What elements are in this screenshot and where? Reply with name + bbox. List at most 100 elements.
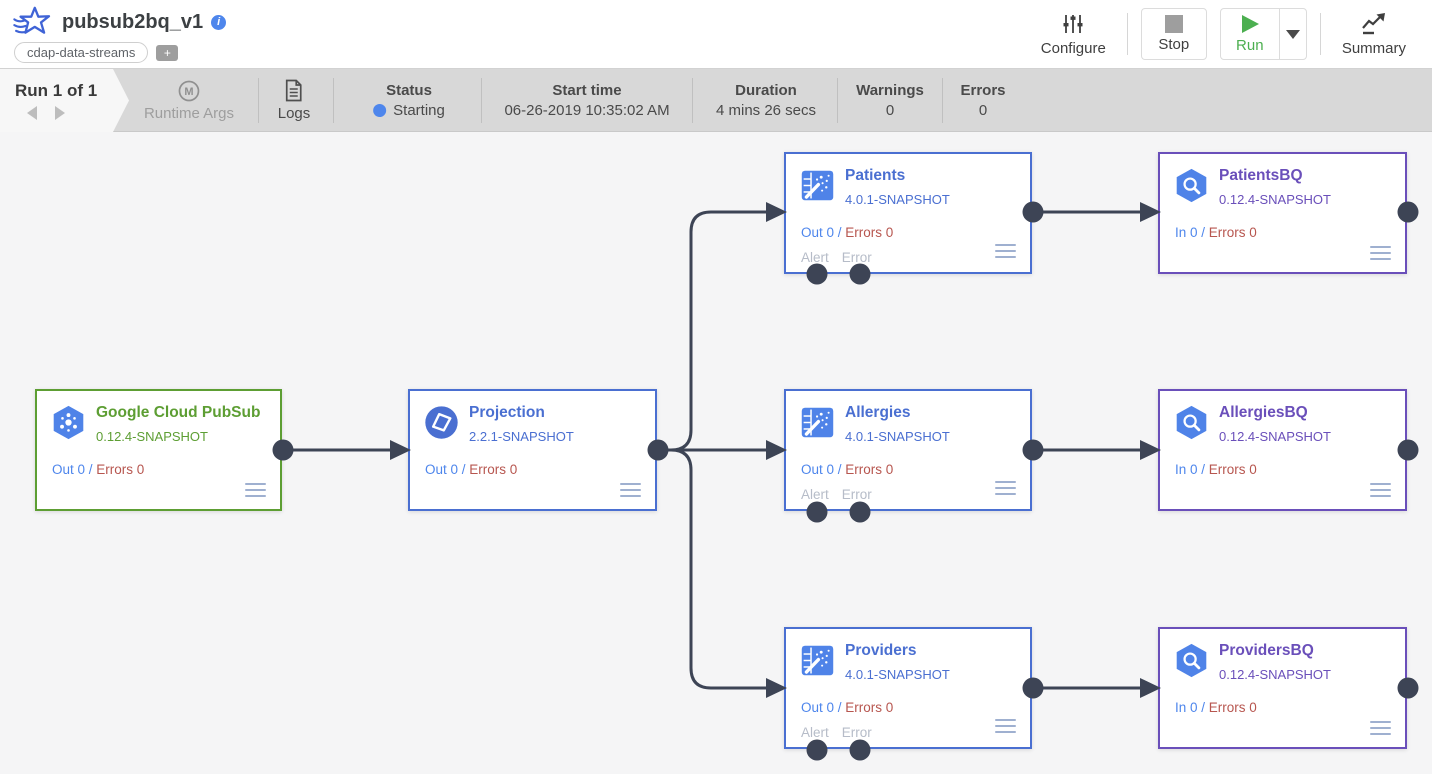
wrangler-icon <box>801 645 834 676</box>
status-header: Status <box>386 82 432 99</box>
wrangler-icon <box>801 170 834 201</box>
error-port-label: Error <box>841 725 872 740</box>
start-time-value: 06-26-2019 10:35:02 AM <box>504 102 670 119</box>
duration-value: 4 mins 26 secs <box>715 102 817 119</box>
node-menu-icon[interactable] <box>245 482 266 497</box>
node-menu-icon[interactable] <box>995 480 1016 495</box>
logs-label: Logs <box>277 105 311 122</box>
next-run-button[interactable] <box>55 106 65 120</box>
node-metrics[interactable]: In 0 / Errors 0 <box>1175 225 1257 240</box>
errors-header: Errors <box>960 82 1006 99</box>
sliders-icon <box>1063 14 1083 33</box>
divider <box>258 78 259 123</box>
page-title: pubsub2bq_v1 <box>62 10 204 33</box>
caret-down-icon <box>1285 29 1300 39</box>
node-title: ProvidersBQ <box>1219 642 1314 659</box>
warnings-header: Warnings <box>856 82 924 99</box>
bigquery-icon <box>1176 168 1207 203</box>
node-version: 4.0.1-SNAPSHOT <box>845 192 950 207</box>
status-section: Status Starting <box>373 69 445 132</box>
node-title: Allergies <box>845 404 911 421</box>
node-metrics[interactable]: In 0 / Errors 0 <box>1175 462 1257 477</box>
pipeline-canvas[interactable]: Google Cloud PubSub 0.12.4-SNAPSHOT Out … <box>0 132 1432 774</box>
app-header: pubsub2bq_v1 i cdap-data-streams + Confi… <box>0 0 1432 69</box>
errors-value: 0 <box>978 102 988 119</box>
errors-section: Errors 0 <box>960 69 1005 132</box>
brand-block: pubsub2bq_v1 i cdap-data-streams + <box>12 6 227 63</box>
node-menu-icon[interactable] <box>620 482 641 497</box>
node-metrics[interactable]: In 0 / Errors 0 <box>1175 700 1257 715</box>
run-info-bar: Run 1 of 1 M Runtime Args Logs Status St… <box>0 69 1432 132</box>
pipeline-node-providersbq[interactable]: ProvidersBQ 0.12.4-SNAPSHOT In 0 / Error… <box>1158 627 1407 749</box>
pipeline-node-patients[interactable]: Patients 4.0.1-SNAPSHOT Out 0 / Errors 0… <box>784 152 1032 274</box>
runtime-args-button[interactable]: M Runtime Args <box>144 69 234 132</box>
duration-section: Duration 4 mins 26 secs <box>716 69 816 132</box>
duration-header: Duration <box>735 82 797 99</box>
node-menu-icon[interactable] <box>995 718 1016 733</box>
stop-icon <box>1164 15 1183 33</box>
bigquery-icon <box>1176 643 1207 678</box>
pipeline-node-projection[interactable]: Projection 2.2.1-SNAPSHOT Out 0 / Errors… <box>408 389 657 511</box>
run-label: Run <box>1236 37 1264 54</box>
node-title: Projection <box>469 404 545 421</box>
node-version: 4.0.1-SNAPSHOT <box>845 667 950 682</box>
node-metrics[interactable]: Out 0 / Errors 0 <box>52 462 145 477</box>
runtime-args-label: Runtime Args <box>143 104 235 122</box>
line-chart-icon <box>1362 12 1385 34</box>
warnings-value: 0 <box>885 102 895 119</box>
start-time-section: Start time 06-26-2019 10:35:02 AM <box>504 69 669 132</box>
status-dot-icon <box>373 104 387 117</box>
alert-port-label: Alert <box>801 725 829 740</box>
node-menu-icon[interactable] <box>1370 720 1391 735</box>
divider <box>1126 13 1128 55</box>
pipeline-node-allergies[interactable]: Allergies 4.0.1-SNAPSHOT Out 0 / Errors … <box>784 389 1032 511</box>
node-version: 0.12.4-SNAPSHOT <box>1219 192 1331 207</box>
run-button[interactable]: Run <box>1221 9 1279 59</box>
run-button-group: Run <box>1219 8 1307 60</box>
run-options-button[interactable] <box>1278 9 1306 59</box>
node-metrics[interactable]: Out 0 / Errors 0 <box>801 462 894 477</box>
edge-projection-providers <box>658 448 770 690</box>
previous-run-button[interactable] <box>27 106 37 120</box>
m-circle-icon: M <box>178 80 200 101</box>
node-metrics[interactable]: Out 0 / Errors 0 <box>801 700 894 715</box>
node-version: 0.12.4-SNAPSHOT <box>1219 429 1331 444</box>
pipeline-node-providers[interactable]: Providers 4.0.1-SNAPSHOT Out 0 / Errors … <box>784 627 1032 749</box>
node-metrics[interactable]: Out 0 / Errors 0 <box>425 462 518 477</box>
warnings-section: Warnings 0 <box>856 69 924 132</box>
logs-button[interactable]: Logs <box>277 69 311 132</box>
pipeline-node-google-cloud-pubsub[interactable]: Google Cloud PubSub 0.12.4-SNAPSHOT Out … <box>35 389 282 511</box>
pipeline-node-patientsbq[interactable]: PatientsBQ 0.12.4-SNAPSHOT In 0 / Errors… <box>1158 152 1407 274</box>
info-icon[interactable]: i <box>211 14 227 30</box>
summary-button[interactable]: Summary <box>1334 12 1414 57</box>
stop-button[interactable]: Stop <box>1140 8 1207 60</box>
bigquery-icon <box>1176 405 1207 440</box>
divider <box>333 78 334 123</box>
pubsub-icon <box>53 405 84 440</box>
play-icon <box>1241 15 1259 33</box>
status-value: Starting <box>393 102 445 119</box>
node-menu-icon[interactable] <box>1370 482 1391 497</box>
divider <box>942 78 943 123</box>
node-title: PatientsBQ <box>1219 167 1303 184</box>
start-time-header: Start time <box>552 82 622 99</box>
add-tag-button[interactable]: + <box>156 44 179 61</box>
document-icon <box>286 79 302 102</box>
divider <box>692 78 693 123</box>
node-metrics[interactable]: Out 0 / Errors 0 <box>801 225 894 240</box>
divider <box>837 78 838 123</box>
node-menu-icon[interactable] <box>1370 245 1391 260</box>
pipeline-node-allergiesbq[interactable]: AllergiesBQ 0.12.4-SNAPSHOT In 0 / Error… <box>1158 389 1407 511</box>
node-menu-icon[interactable] <box>995 243 1016 258</box>
alert-port-label: Alert <box>801 487 829 502</box>
svg-text:M: M <box>184 86 193 98</box>
header-actions: Configure Stop Run Summary <box>1033 6 1414 62</box>
alert-port-label: Alert <box>801 250 829 265</box>
pipeline-tag[interactable]: cdap-data-streams <box>14 42 149 63</box>
node-title: Providers <box>845 642 917 659</box>
node-version: 2.2.1-SNAPSHOT <box>469 429 574 444</box>
configure-button[interactable]: Configure <box>1033 12 1114 57</box>
run-navigation: Run 1 of 1 <box>0 69 129 132</box>
projection-icon <box>425 406 458 439</box>
edge-projection-patients <box>658 210 770 452</box>
